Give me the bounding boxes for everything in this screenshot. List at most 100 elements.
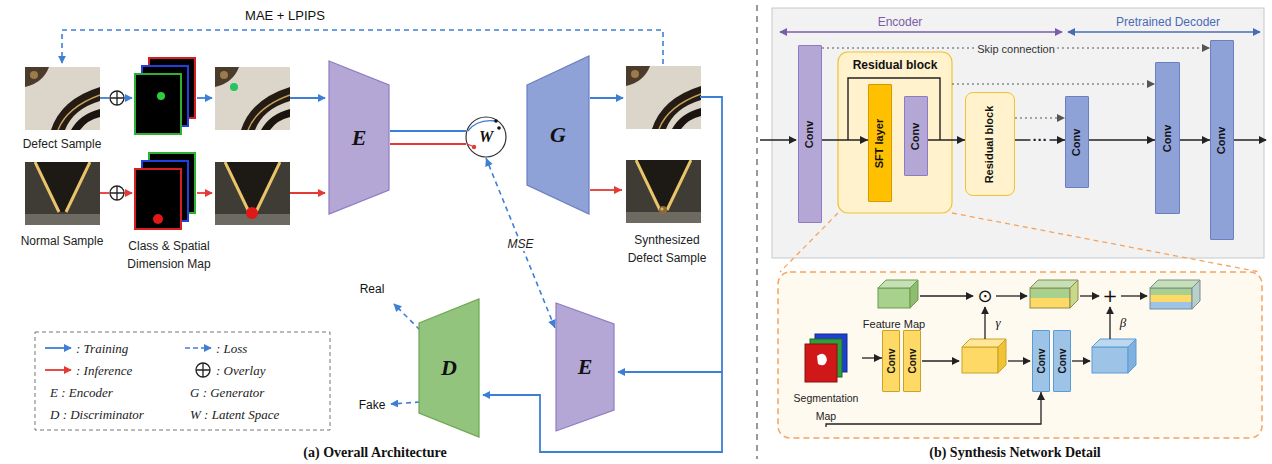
latent-space-circle: W xyxy=(465,116,507,158)
training-arrows xyxy=(100,97,722,452)
output-label: Real xyxy=(360,282,385,296)
label-holder: ⊙ xyxy=(977,286,992,306)
operator-symbol: ⊙ xyxy=(977,285,992,306)
normal-photo xyxy=(25,162,100,225)
modulated-cube xyxy=(1030,280,1078,308)
gamma-cube xyxy=(962,339,1006,373)
conv-layer: Conv xyxy=(1065,96,1089,188)
caption: Feature Map xyxy=(863,318,925,330)
module-letter: E xyxy=(352,127,367,149)
discriminator-trapezoid: D xyxy=(418,298,480,438)
connector xyxy=(928,136,965,144)
map-stack xyxy=(135,58,195,134)
legend-holder: : Loss xyxy=(216,340,247,356)
edge-label: MSE xyxy=(505,237,535,251)
connector xyxy=(862,354,882,362)
overlay-symbol xyxy=(110,91,124,105)
module-letter: G xyxy=(550,124,566,146)
parameter-label: γ xyxy=(995,315,1000,330)
latent-trajectory xyxy=(467,144,472,146)
arrowhead xyxy=(1147,80,1155,88)
output-arrow xyxy=(1234,139,1266,141)
class-spatial-map: Class & Spatial Dimension Map xyxy=(122,150,216,275)
legend-holder: E : Encoder xyxy=(50,384,113,400)
connector xyxy=(590,186,622,194)
arrowhead xyxy=(1037,392,1045,400)
zoom-lines xyxy=(780,213,1260,272)
sample-image: Defect Sample xyxy=(17,66,107,155)
overlaid-normal-photo xyxy=(215,162,290,225)
label-holder: Fake xyxy=(359,396,386,412)
parameter-label: β xyxy=(1120,315,1126,330)
reconstructed-photo xyxy=(626,66,701,129)
trapezoid-shape xyxy=(556,303,614,431)
trapezoid-shape xyxy=(419,299,479,437)
arrowhead xyxy=(1147,136,1155,144)
legend-text: : Inference xyxy=(76,363,132,378)
legend-text: G : Generator xyxy=(190,385,264,400)
span-arrow xyxy=(1068,31,1260,32)
edge-label-holder: MSE xyxy=(505,235,535,251)
legend-holder: : Training xyxy=(76,340,128,356)
legend-text: W : Latent Space xyxy=(190,407,279,422)
input-arrow xyxy=(760,139,796,141)
defect-photo xyxy=(25,67,100,130)
arrowhead xyxy=(1057,114,1065,122)
caption-holder: Normal Sample xyxy=(17,231,107,249)
network-panel-ground xyxy=(772,8,1264,258)
label-holder: + xyxy=(1102,286,1117,306)
trapezoid-shape xyxy=(329,61,389,214)
caption: Synthesized Defect Sample xyxy=(628,233,707,265)
legend-sample xyxy=(196,363,210,377)
connector xyxy=(952,80,1155,88)
arrowhead xyxy=(1202,44,1210,52)
panel-divider xyxy=(756,5,758,459)
caption: Normal Sample xyxy=(21,234,104,248)
legend-holder: G : Generator xyxy=(190,384,264,400)
arrowhead xyxy=(548,319,555,328)
module-letter: W xyxy=(479,129,493,145)
connector xyxy=(1180,136,1210,144)
legend-text: : Loss xyxy=(216,341,247,356)
layer-name: Conv xyxy=(1217,126,1228,154)
network-panel: EncoderPretrained DecoderConvResidual bl… xyxy=(772,8,1264,258)
label-holder: (b) Synthesis Network Detail xyxy=(929,444,1101,460)
legend-holder: : Inference xyxy=(76,362,132,378)
feature-cube xyxy=(878,280,918,308)
overlay-symbol xyxy=(110,186,124,200)
label-holder: γ xyxy=(995,314,1000,330)
conv-layer: Conv xyxy=(798,45,822,223)
overlaid-defect-photo xyxy=(215,67,290,130)
conv-layer: Conv xyxy=(1210,40,1234,240)
connector xyxy=(826,392,1045,427)
legend-sample xyxy=(45,369,71,371)
caption-holder: Segmentation Map xyxy=(790,388,862,425)
module-letter: E xyxy=(578,356,593,378)
output-label: Fake xyxy=(359,398,386,412)
conv-layer: Conv xyxy=(1032,330,1050,392)
inference-arrows xyxy=(100,144,466,193)
panel-caption: (b) Synthesis Network Detail xyxy=(929,445,1101,460)
operator-symbol: + xyxy=(1102,285,1117,306)
connector-line xyxy=(1089,139,1155,141)
block-heading-holder: Residual block xyxy=(838,55,952,73)
latent-circle-shape xyxy=(466,117,506,157)
caption: Segmentation Map xyxy=(794,392,859,422)
arrowhead xyxy=(1202,136,1210,144)
label-holder: (a) Overall Architecture xyxy=(303,444,446,460)
synthesized-photo xyxy=(626,160,701,223)
encoder-trapezoid: E xyxy=(555,302,615,432)
conv-layer: Conv xyxy=(1155,62,1180,214)
residual-block-ground xyxy=(838,52,952,213)
layer-name: Conv xyxy=(911,122,922,150)
layer-name: Residual block xyxy=(985,105,996,183)
label-holder: MAE + LPIPS xyxy=(245,7,325,23)
edge-label-holder: ··· xyxy=(1031,132,1050,149)
arrowhead xyxy=(874,354,882,362)
segmentation-stack xyxy=(805,334,847,382)
sample-image: Normal Sample xyxy=(17,161,107,252)
legend-text: : Training xyxy=(76,341,128,356)
residual-block: Residual blockSFT layerConv xyxy=(838,52,952,213)
layer-name: Conv xyxy=(1057,349,1067,374)
encoder-trapezoid: E xyxy=(328,60,390,215)
